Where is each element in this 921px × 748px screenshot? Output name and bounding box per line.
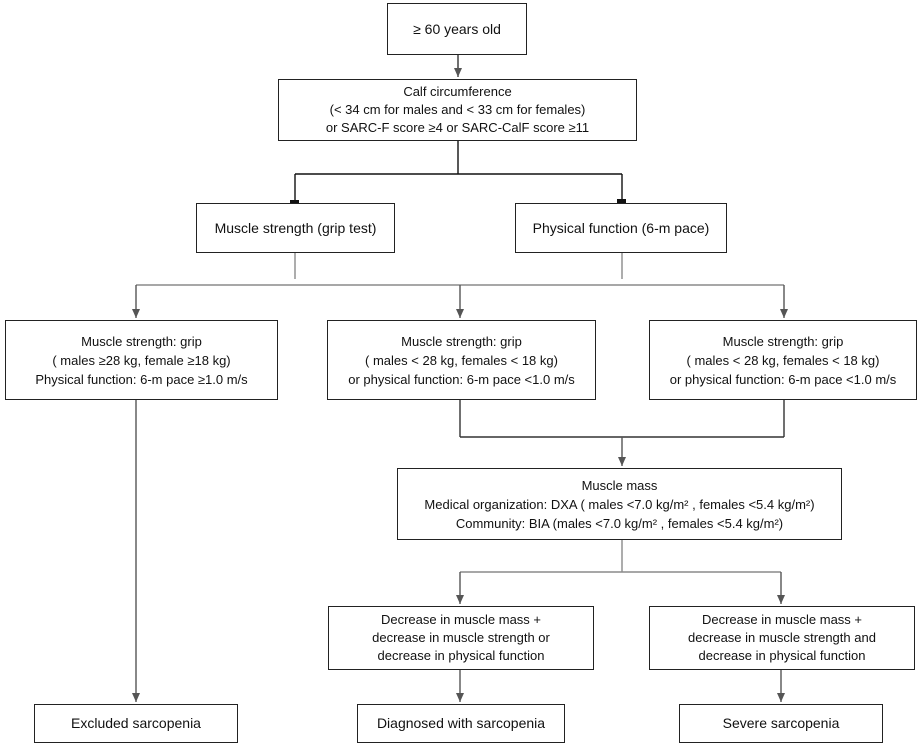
node-low-or-line-3: or physical function: 6-m pace <1.0 m/s [348,371,575,387]
node-normal: Muscle strength: grip ( males ≥28 kg, fe… [5,320,278,400]
node-strength-test-line-1: Muscle strength (grip test) [214,219,377,236]
node-normal-line-2: ( males ≥28 kg, female ≥18 kg) [52,352,231,368]
node-screening-line-3: or SARC-F score ≥4 or SARC-CalF score ≥1… [325,120,590,135]
node-low-or-line-1: Muscle strength: grip [401,333,522,349]
node-dx-criteria-line-1: Decrease in muscle mass + [380,612,542,627]
node-severe-criteria-line-1: Decrease in muscle mass + [701,612,863,627]
node-screening-line-1: Calf circumference [403,84,512,99]
node-dx-criteria-line-2: decrease in muscle strength or [372,630,550,645]
node-screening-line-2: (< 34 cm for males and < 33 cm for femal… [329,102,586,117]
node-diagnosed-line-1: Diagnosed with sarcopenia [376,715,546,731]
node-mass-line-2: Medical organization: DXA ( males <7.0 k… [424,496,815,512]
node-excluded: Excluded sarcopenia [34,704,238,743]
node-age-line-1: ≥ 60 years old [413,20,501,37]
node-normal-line-3: Physical function: 6-m pace ≥1.0 m/s [35,371,248,387]
node-function-test-line-1: Physical function (6-m pace) [532,219,710,236]
node-age: ≥ 60 years old [387,3,527,55]
node-low-or-2-line-3: or physical function: 6-m pace <1.0 m/s [669,371,897,387]
node-low-or-2-line-2: ( males < 28 kg, females < 18 kg) [686,352,880,368]
node-severe-criteria-line-2: decrease in muscle strength and [688,630,876,645]
node-diagnosed: Diagnosed with sarcopenia [357,704,565,743]
node-low-or-2: Muscle strength: grip ( males < 28 kg, f… [649,320,917,400]
node-low-or-2-line-1: Muscle strength: grip [722,333,844,349]
node-severe-criteria: Decrease in muscle mass + decrease in mu… [649,606,915,670]
node-severe-line-1: Severe sarcopenia [722,715,840,731]
node-strength-test: Muscle strength (grip test) [196,203,395,253]
node-excluded-line-1: Excluded sarcopenia [71,715,201,731]
node-severe: Severe sarcopenia [679,704,883,743]
node-dx-criteria-line-3: decrease in physical function [377,648,545,663]
node-function-test: Physical function (6-m pace) [515,203,727,253]
node-severe-criteria-line-3: decrease in physical function [698,648,866,663]
node-low-or: Muscle strength: grip ( males < 28 kg, f… [327,320,596,400]
node-mass-line-1: Muscle mass [581,477,658,493]
node-screening: Calf circumference (< 34 cm for males an… [278,79,637,141]
node-low-or-line-2: ( males < 28 kg, females < 18 kg) [365,352,558,368]
node-dx-criteria: Decrease in muscle mass + decrease in mu… [328,606,594,670]
node-mass-line-3: Community: BIA (males <7.0 kg/m² , femal… [455,515,784,531]
node-normal-line-1: Muscle strength: grip [81,333,202,349]
node-mass: Muscle mass Medical organization: DXA ( … [397,468,842,540]
